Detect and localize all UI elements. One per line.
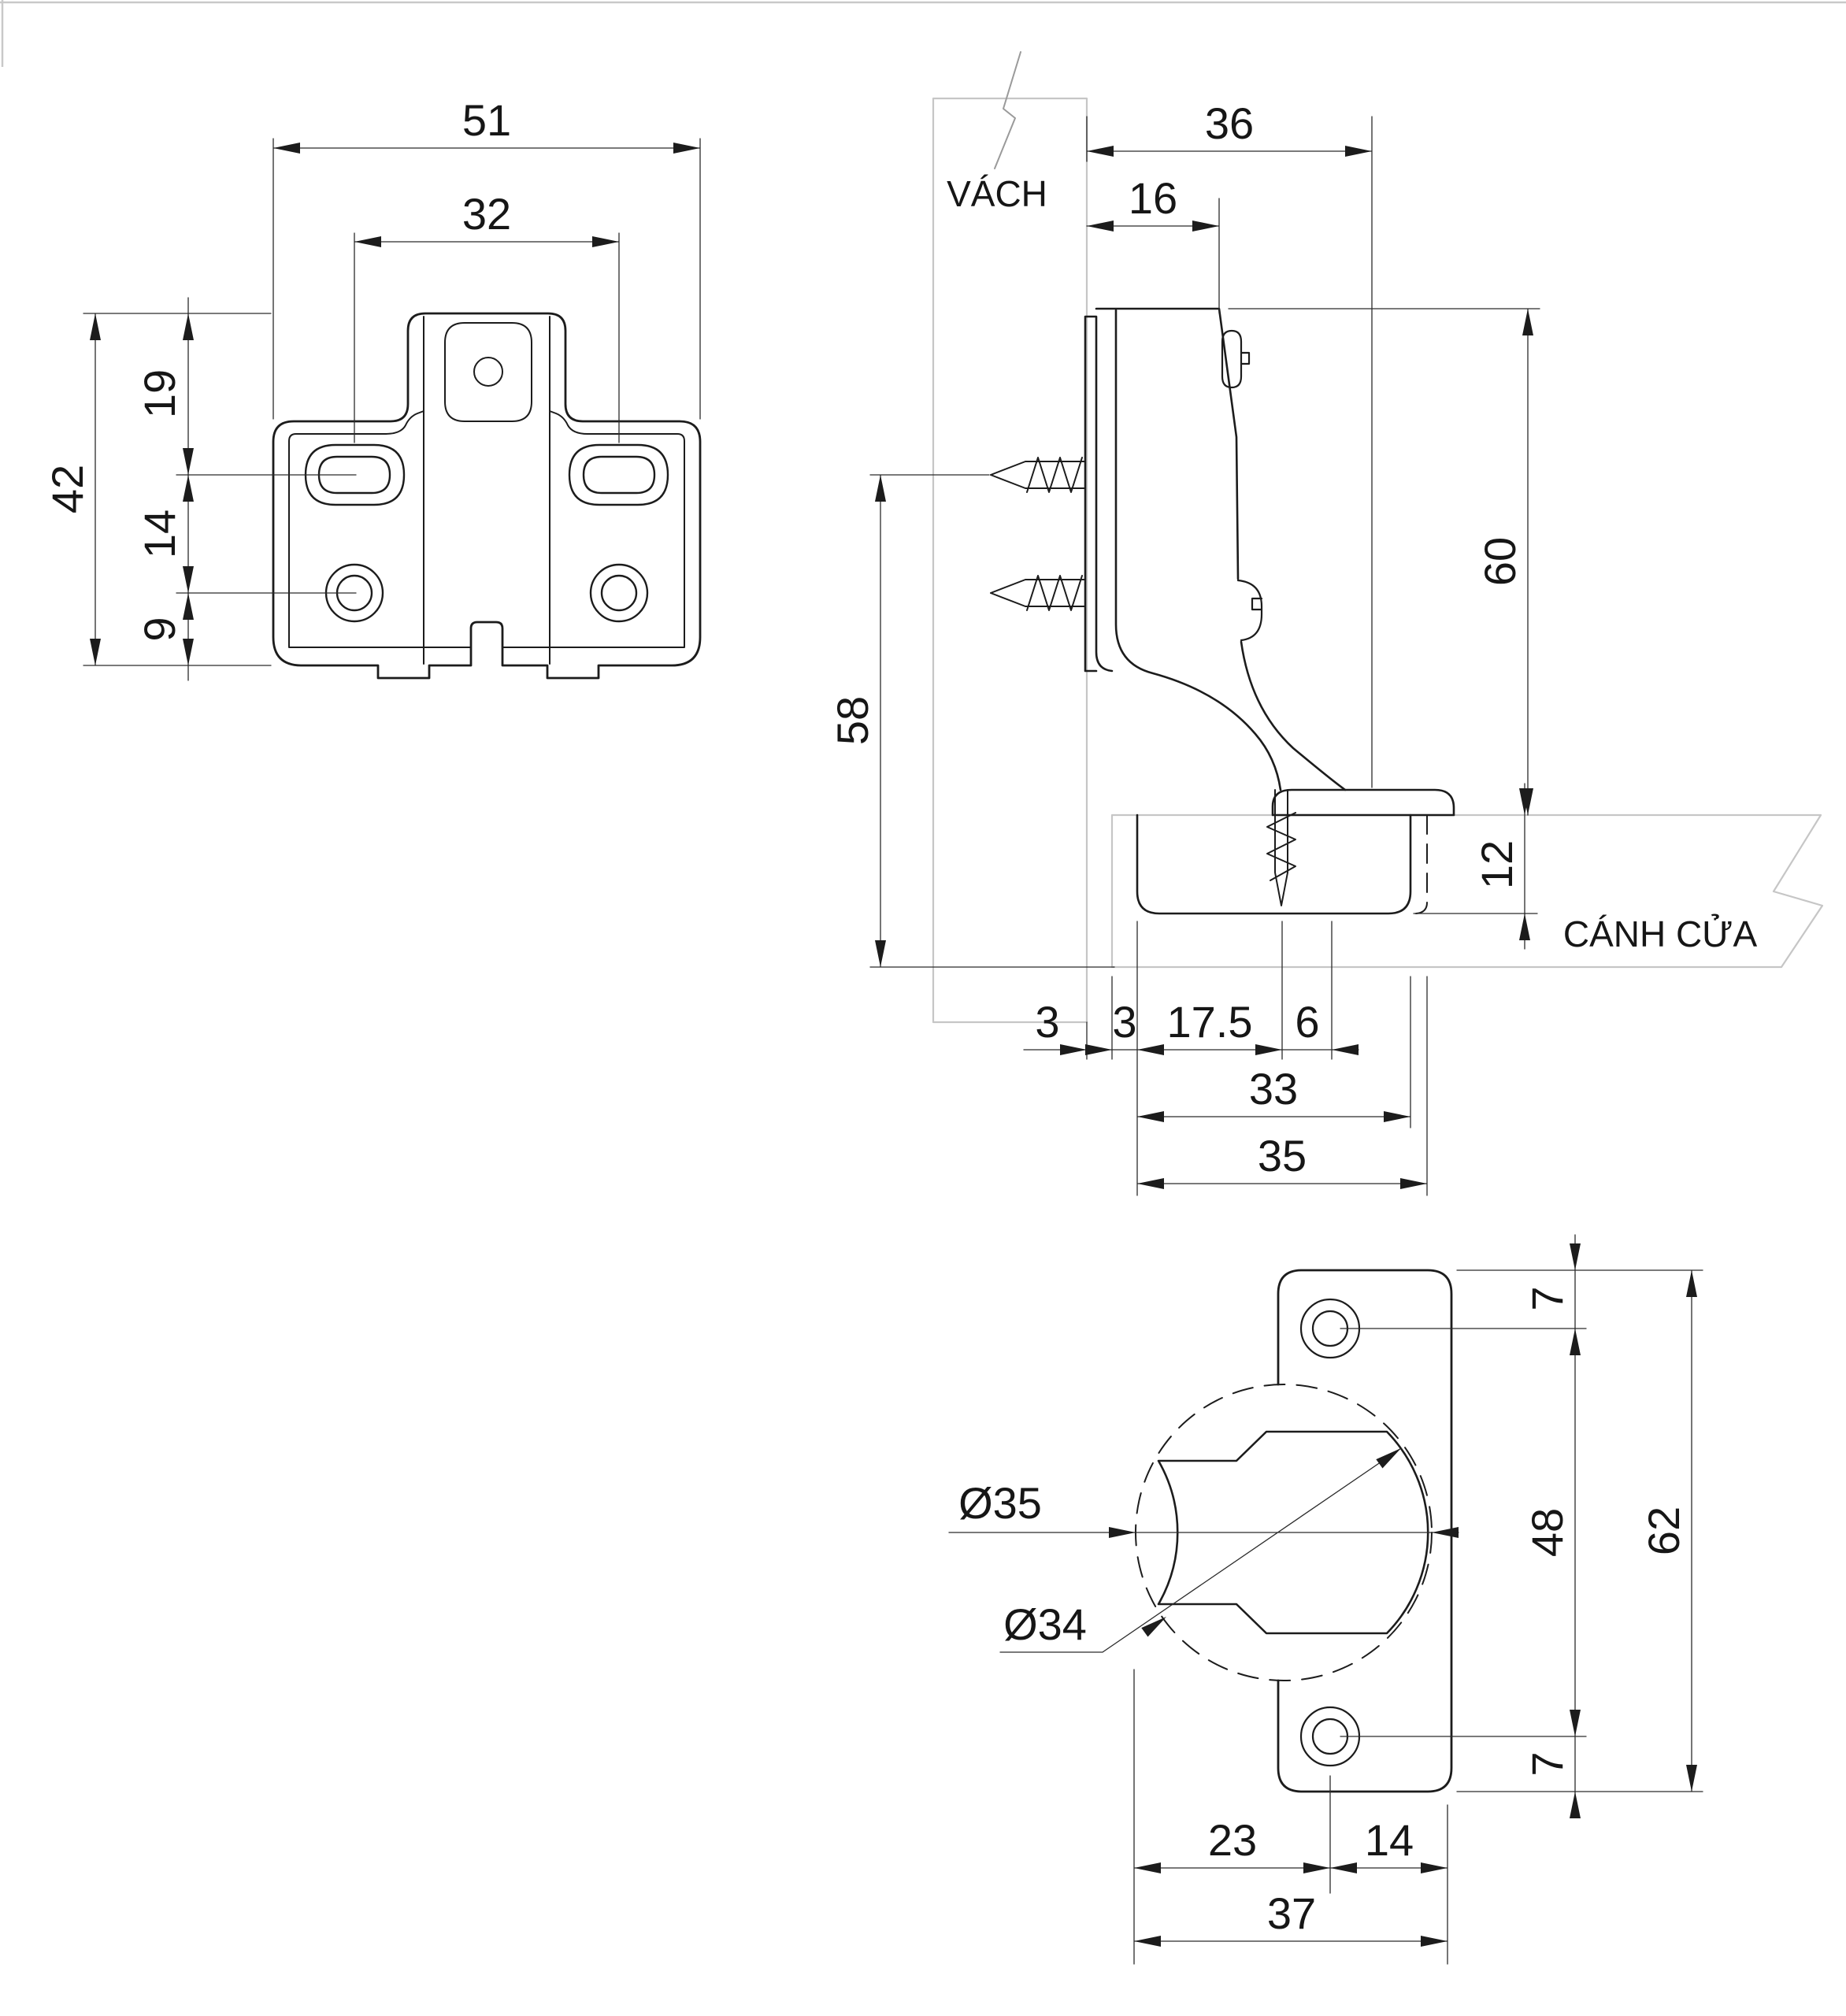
dim-side-mount-depth: 36 bbox=[1205, 98, 1254, 148]
page-frame bbox=[0, 0, 1846, 67]
dim-side-cup-width: 33 bbox=[1249, 1064, 1298, 1114]
door-label: CÁNH CỬA bbox=[1563, 914, 1758, 954]
wall-label: VÁCH bbox=[947, 173, 1047, 214]
front-tab-pocket bbox=[444, 322, 532, 422]
dim-front-top-to-slot: 19 bbox=[135, 369, 184, 418]
cup-body-plan bbox=[1157, 1430, 1429, 1635]
front-plate-outline bbox=[272, 312, 702, 680]
front-plate-inner-contour bbox=[288, 316, 685, 665]
dim-bottom-cup-hole-dia: Ø35 bbox=[958, 1478, 1042, 1528]
hinge-cup-section bbox=[1136, 813, 1412, 915]
front-screw-holes bbox=[324, 563, 649, 623]
dim-side-cup-depth: 12 bbox=[1472, 840, 1522, 889]
dim-bottom-edge-to-hole-top: 7 bbox=[1522, 1286, 1572, 1310]
door-panel bbox=[1110, 813, 1824, 969]
dim-side-cup-edge-to-screw: 17.5 bbox=[1167, 997, 1253, 1047]
cup-screw-icon bbox=[1266, 789, 1296, 906]
dim-front-width: 51 bbox=[462, 95, 511, 145]
hinge-cap bbox=[1271, 788, 1455, 817]
dim-side-screw-to-door: 58 bbox=[828, 696, 877, 745]
dim-bottom-left-to-hole: 23 bbox=[1208, 1815, 1257, 1865]
dim-front-height: 42 bbox=[43, 465, 92, 513]
front-view: 51 32 42 19 14 9 bbox=[43, 95, 702, 681]
dim-side-screw-to-center: 6 bbox=[1295, 997, 1319, 1047]
wall-panel bbox=[932, 97, 1088, 1024]
hinge-arm bbox=[1095, 307, 1347, 791]
dim-bottom-cup-body-dia: Ø34 bbox=[1003, 1599, 1087, 1649]
bottom-dim-lines bbox=[948, 1234, 1703, 1965]
dim-bottom-plate-length: 62 bbox=[1639, 1506, 1688, 1555]
wall-break-line bbox=[994, 51, 1021, 169]
dim-front-hole-to-bottom: 9 bbox=[135, 617, 184, 641]
dim-side-gap2: 3 bbox=[1112, 997, 1136, 1047]
dim-front-slot-spacing: 32 bbox=[462, 189, 511, 239]
cup-plate-outline bbox=[1277, 1269, 1453, 1793]
wall-screw-bottom-icon bbox=[990, 575, 1086, 611]
front-slot-left bbox=[304, 443, 406, 506]
bottom-view: Ø35 Ø34 7 48 7 62 23 14 37 bbox=[948, 1234, 1703, 1965]
side-dim-lines bbox=[869, 116, 1540, 1196]
dim-front-slot-to-hole: 14 bbox=[135, 510, 184, 558]
hinge-cup-hidden bbox=[1415, 814, 1428, 914]
side-view: VÁCH CÁNH CỬA 36 16 60 58 12 3 3 17.5 6 … bbox=[828, 51, 1824, 1196]
wall-screw-top-icon bbox=[990, 457, 1086, 493]
dim-side-cup-hole-width: 35 bbox=[1258, 1131, 1307, 1180]
dim-bottom-edge-to-hole-bottom: 7 bbox=[1522, 1751, 1572, 1776]
dim-bottom-hole-to-edge: 14 bbox=[1365, 1815, 1414, 1865]
hinge-back-plate bbox=[1084, 315, 1114, 673]
dim-side-overall-height: 60 bbox=[1475, 537, 1525, 586]
dim-side-plate-offset: 16 bbox=[1129, 173, 1177, 223]
dim-bottom-hole-spacing: 48 bbox=[1522, 1508, 1572, 1557]
hinge-arm-boss bbox=[1236, 579, 1263, 642]
front-tab-hole bbox=[473, 357, 503, 387]
front-slot-right bbox=[568, 443, 669, 506]
dim-bottom-plate-width: 37 bbox=[1267, 1888, 1316, 1938]
hinge-arm-slot bbox=[1221, 329, 1251, 389]
dim-side-gap1: 3 bbox=[1035, 997, 1059, 1047]
